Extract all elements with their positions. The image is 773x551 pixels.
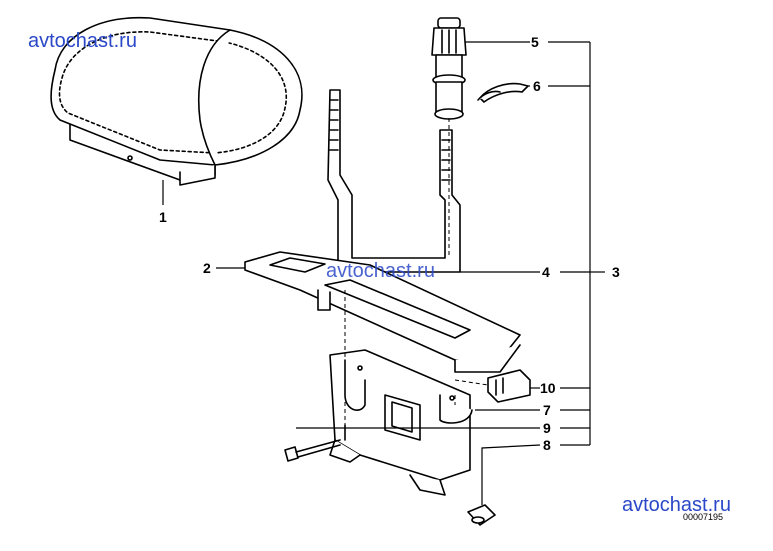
trim-cover xyxy=(244,251,521,373)
callout-8: 8 xyxy=(543,437,551,453)
callout-5: 5 xyxy=(531,34,539,50)
diagram-code: 00007195 xyxy=(683,512,724,522)
callout-7: 7 xyxy=(543,402,551,418)
callout-4: 4 xyxy=(542,264,550,280)
clip-nut xyxy=(467,504,496,526)
guide-sleeve xyxy=(431,17,467,120)
callout-2: 2 xyxy=(203,260,211,276)
callout-9: 9 xyxy=(543,420,551,436)
group-bracket xyxy=(548,41,605,446)
watermark-top-left: avtochast.ru xyxy=(28,30,137,52)
watermark-center: avtochast.ru xyxy=(326,260,435,282)
callout-3: 3 xyxy=(612,264,620,280)
spring-clip xyxy=(477,82,529,103)
callout-10: 10 xyxy=(540,380,556,396)
base-bracket xyxy=(329,349,473,496)
callout-1: 1 xyxy=(159,209,167,225)
callout-6: 6 xyxy=(533,78,541,94)
screw xyxy=(284,439,341,462)
leader-8 xyxy=(481,444,541,505)
watermark-bottom-right: avtochast.ru xyxy=(622,494,731,516)
headrest-cushion xyxy=(50,16,303,186)
retaining-clip xyxy=(487,369,531,403)
